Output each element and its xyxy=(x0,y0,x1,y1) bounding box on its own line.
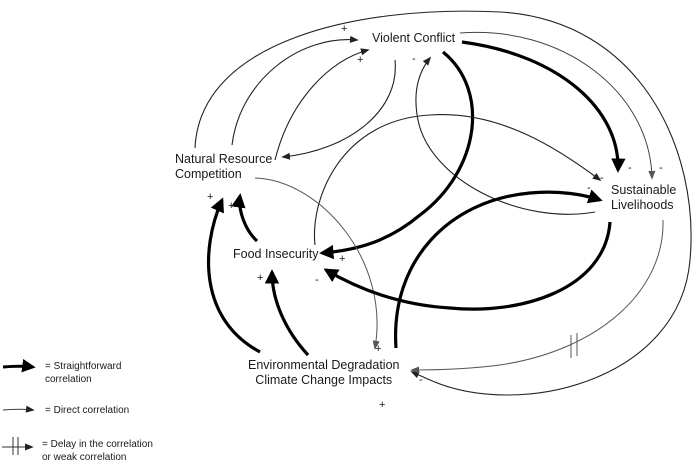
legend-straightforward-label: = Straightforward correlation xyxy=(45,360,121,386)
legend-straightforward-arrow xyxy=(2,358,36,373)
edge-nrc-to-vc xyxy=(231,35,359,146)
sign-ed-to-sl: - xyxy=(587,182,591,194)
sign-ed-to-fi: + xyxy=(257,272,264,284)
sign-vc-to-sl-thin: - xyxy=(659,162,663,174)
node-sl-line-2: Livelihoods xyxy=(611,198,674,212)
node-ed-line-1: Environmental Degradation xyxy=(248,358,400,372)
node-ed-line-2: Climate Change Impacts xyxy=(255,373,393,387)
sign-sl-to-vc: - xyxy=(412,53,416,65)
node-nrc-line-2: Competition xyxy=(175,167,242,181)
edge-sl-to-ed-delay xyxy=(410,219,664,374)
sign-vc-to-sl-thick: - xyxy=(628,162,632,174)
sign-nrc-to-sl: - xyxy=(600,172,604,184)
node-natural-resource-competition: Natural Resource Competition xyxy=(175,152,272,182)
sign-fi-to-nrc: + xyxy=(228,200,235,212)
edge-ed-to-fi xyxy=(264,269,310,357)
sign-nrc-to-vc: + xyxy=(341,23,348,35)
edge-ed-to-nrc xyxy=(206,197,261,354)
legend-straightforward-line-2: correlation xyxy=(45,374,92,385)
legend-delay-line-1: = Delay in the correlation xyxy=(42,439,153,450)
edge-vc-to-fi xyxy=(319,50,475,260)
edge-nrc-to-ed xyxy=(254,177,380,350)
legend-direct-label: = Direct correlation xyxy=(45,405,130,416)
edge-sl-to-fi xyxy=(323,221,612,311)
edge-fi-to-vc xyxy=(274,48,370,161)
node-food-insecurity: Food Insecurity xyxy=(233,247,319,261)
node-violent-conflict: Violent Conflict xyxy=(372,31,456,45)
legend-straightforward-line-1: = Straightforward xyxy=(45,361,122,372)
node-sl-line-1: Sustainable xyxy=(611,183,677,197)
legend-direct-arrow xyxy=(2,405,35,413)
edge-vc-to-sl-thick xyxy=(461,40,626,173)
edge-nrc-to-sl xyxy=(313,114,602,246)
sign-outer-to-ed: + xyxy=(379,399,386,411)
edge-nrc-to-ed-outer xyxy=(194,10,692,396)
sign-vc-to-fi: + xyxy=(339,253,346,265)
sign-sl-to-fi: - xyxy=(315,274,319,286)
edge-fi-to-nrc xyxy=(231,193,259,243)
edge-vc-to-nrc xyxy=(281,59,396,160)
edge-ed-to-sl xyxy=(394,189,603,349)
sign-nrc-to-ed: + xyxy=(375,343,382,355)
node-nrc-line-1: Natural Resource xyxy=(175,152,273,166)
sign-fi-to-vc: + xyxy=(357,54,364,66)
legend-delay-label: = Delay in the correlation or weak corre… xyxy=(42,438,153,464)
node-sustainable-livelihoods: Sustainable Livelihoods xyxy=(611,183,676,213)
sign-sl-to-ed: - xyxy=(419,374,423,386)
sign-ed-to-nrc: + xyxy=(207,191,214,203)
legend-delay-line-2: or weak correlation xyxy=(42,452,127,463)
edge-vc-to-sl-thin xyxy=(459,31,656,180)
node-environmental-degradation: Environmental Degradation Climate Change… xyxy=(248,358,399,388)
edge-sl-to-vc xyxy=(415,56,596,215)
